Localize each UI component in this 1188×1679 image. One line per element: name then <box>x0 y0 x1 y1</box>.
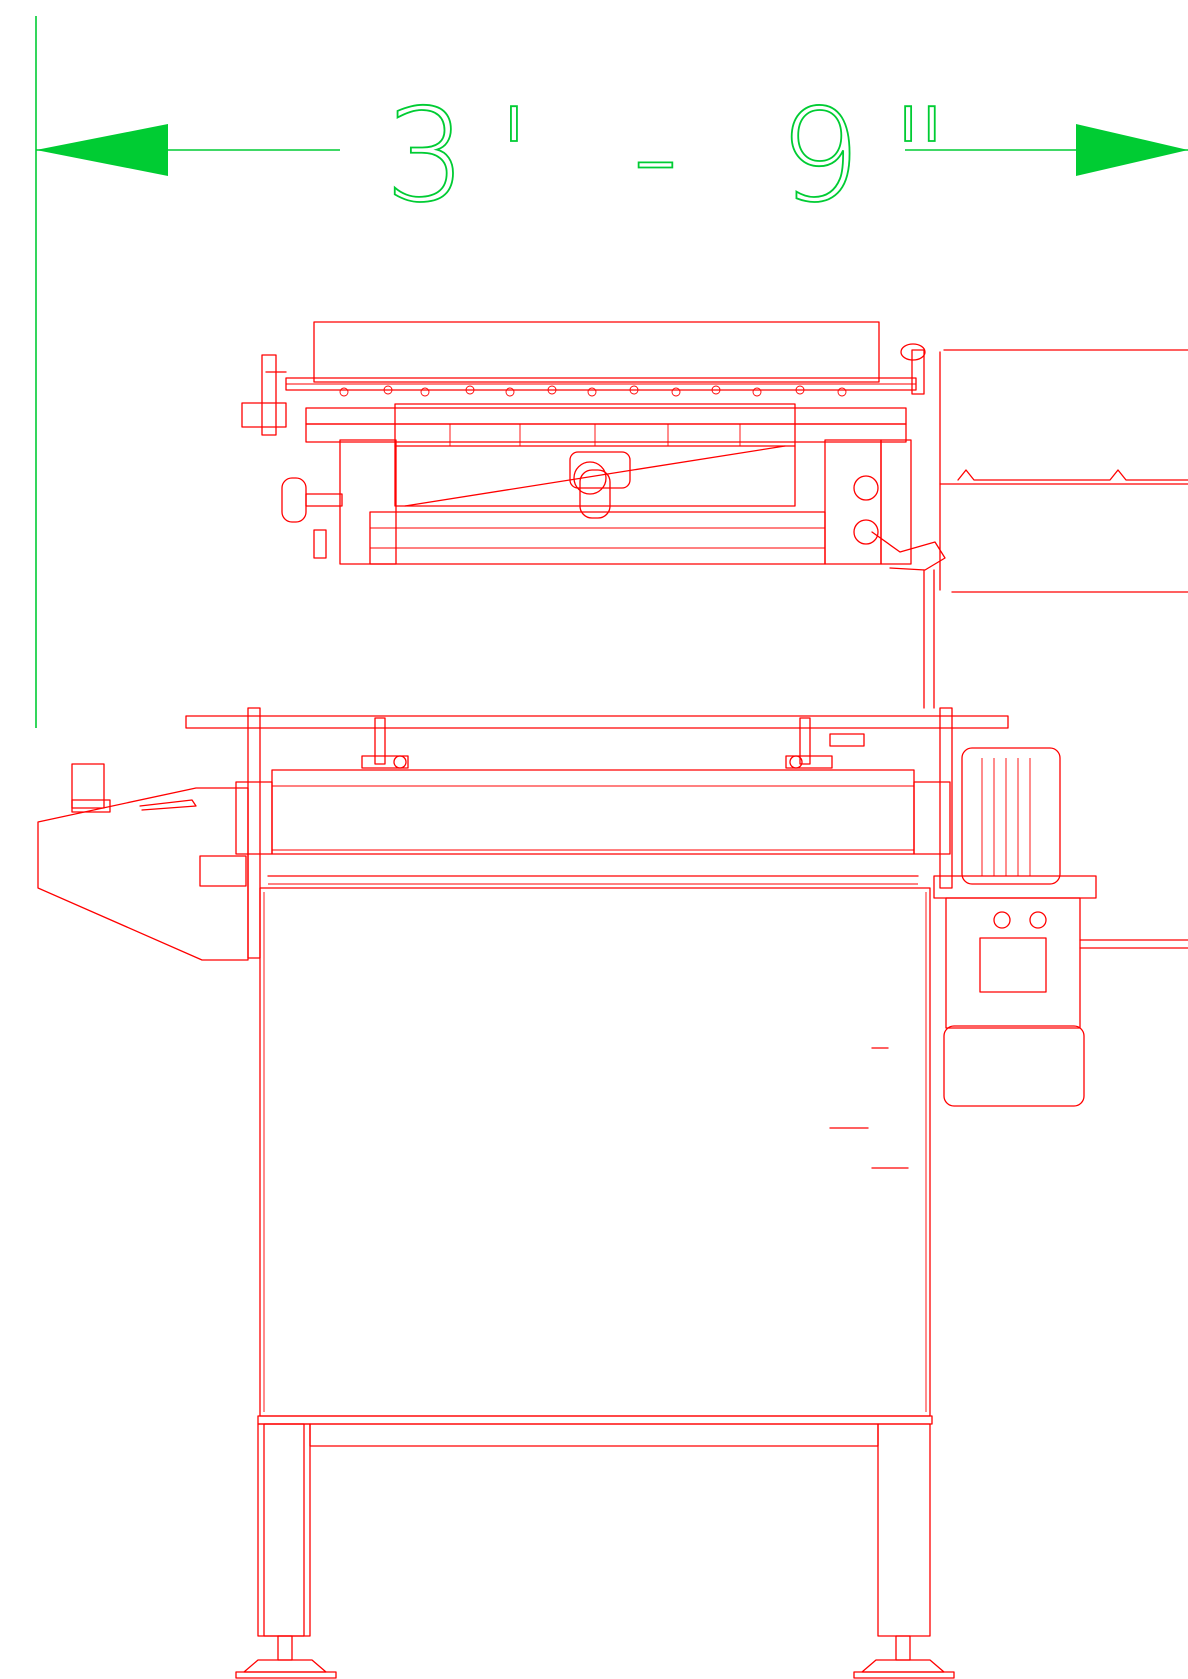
stud-row <box>339 385 847 397</box>
upper-assembly <box>241 321 1188 709</box>
dimension-label: 3' - 9" <box>385 82 980 231</box>
arrowhead-right <box>1076 124 1188 176</box>
width-dimension: 3' - 9" <box>35 16 1188 728</box>
arrowhead-left <box>36 124 168 176</box>
lower-machine <box>37 707 1188 1679</box>
